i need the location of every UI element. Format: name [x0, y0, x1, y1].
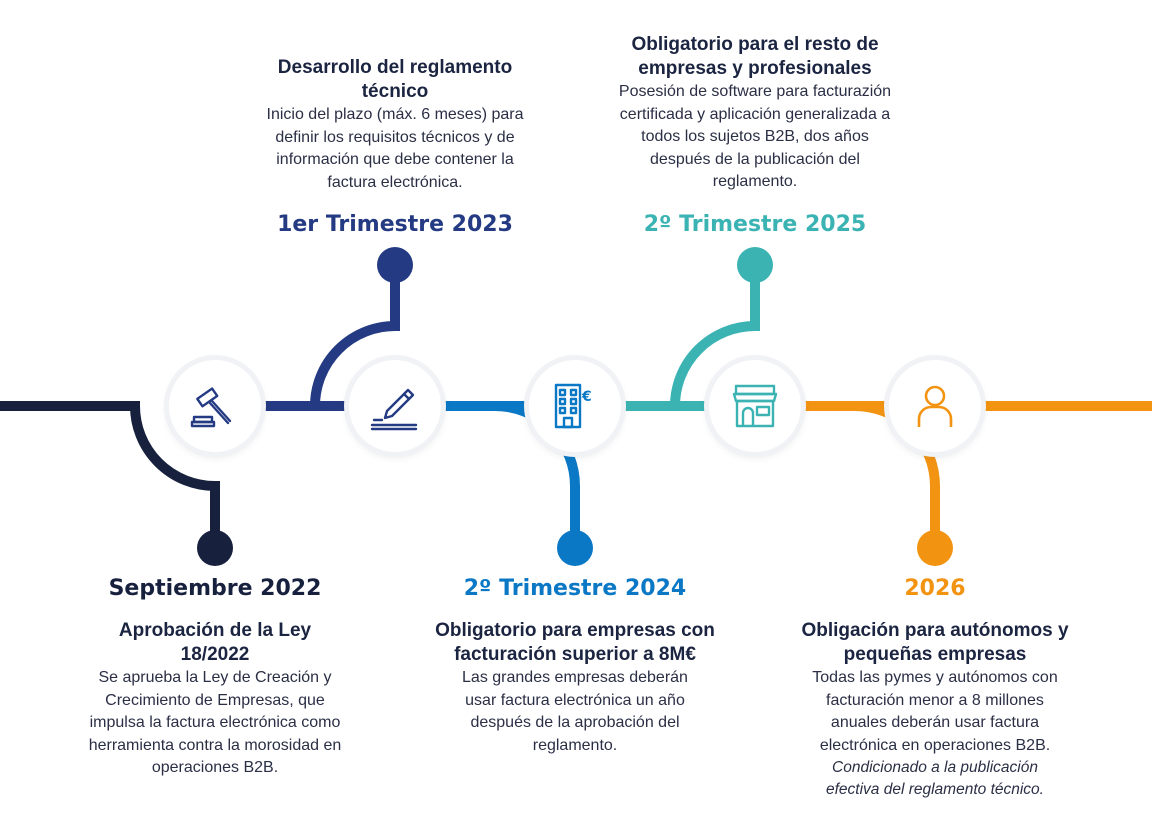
person-icon: [917, 385, 953, 427]
building-icon-circle: €: [529, 360, 621, 452]
shop-icon-circle: [709, 360, 801, 452]
endpoint-dot-5: [917, 530, 953, 566]
endpoint-dot-3: [557, 530, 593, 566]
office-building-euro-icon: €: [554, 383, 592, 429]
milestone-3: 2º Trimestre 2024 Obligatorio para empre…: [425, 576, 725, 757]
milestone-description: Todas las pymes y autónomos con facturac…: [812, 669, 1058, 754]
milestone-description: Las grandes empresas deberán usar factur…: [462, 669, 688, 754]
milestone-date: 1er Trimestre 2023: [277, 212, 513, 237]
milestone-description: Se aprueba la Ley de Creación y Crecimie…: [88, 669, 342, 776]
svg-text:€: €: [581, 389, 592, 405]
gavel-icon-circle: [169, 360, 261, 452]
milestone-title: Obligatorio para empresas con facturació…: [435, 620, 715, 665]
gavel-icon: [190, 387, 232, 428]
milestone-2: Desarrollo del reglamento técnico Inicio…: [255, 56, 535, 237]
milestone-description: Inicio del plazo (máx. 6 meses) para def…: [266, 106, 524, 191]
milestone-note: Condicionado a la publicación efectiva d…: [826, 759, 1044, 798]
milestone-description: Posesión de software para facturazión ce…: [618, 83, 892, 190]
milestone-title: Desarrollo del reglamento técnico: [277, 57, 513, 102]
milestone-date: 2º Trimestre 2024: [463, 576, 687, 601]
milestone-5: 2026 Obligación para autónomos y pequeña…: [795, 576, 1075, 801]
milestone-date: 2º Trimestre 2025: [643, 211, 867, 237]
milestone-date: Septiembre 2022: [108, 576, 322, 601]
pen-icon-circle: [349, 360, 441, 452]
milestone-4: Obligatorio para el resto de empresas y …: [615, 33, 895, 237]
shop-icon: [732, 384, 778, 428]
milestone-title: Obligación para autónomos y pequeñas emp…: [801, 620, 1069, 665]
milestone-title: Obligatorio para el resto de empresas y …: [631, 34, 879, 79]
pen-signature-icon: [370, 388, 418, 431]
milestone-title: Aprobación de la Ley 18/2022: [118, 620, 312, 665]
endpoint-dot-4: [737, 247, 773, 283]
person-icon-circle: [889, 360, 981, 452]
milestone-date: 2026: [904, 576, 966, 601]
milestone-1: Septiembre 2022 Aprobación de la Ley 18/…: [75, 576, 355, 780]
endpoint-dot-1: [197, 530, 233, 566]
endpoint-dot-2: [377, 247, 413, 283]
